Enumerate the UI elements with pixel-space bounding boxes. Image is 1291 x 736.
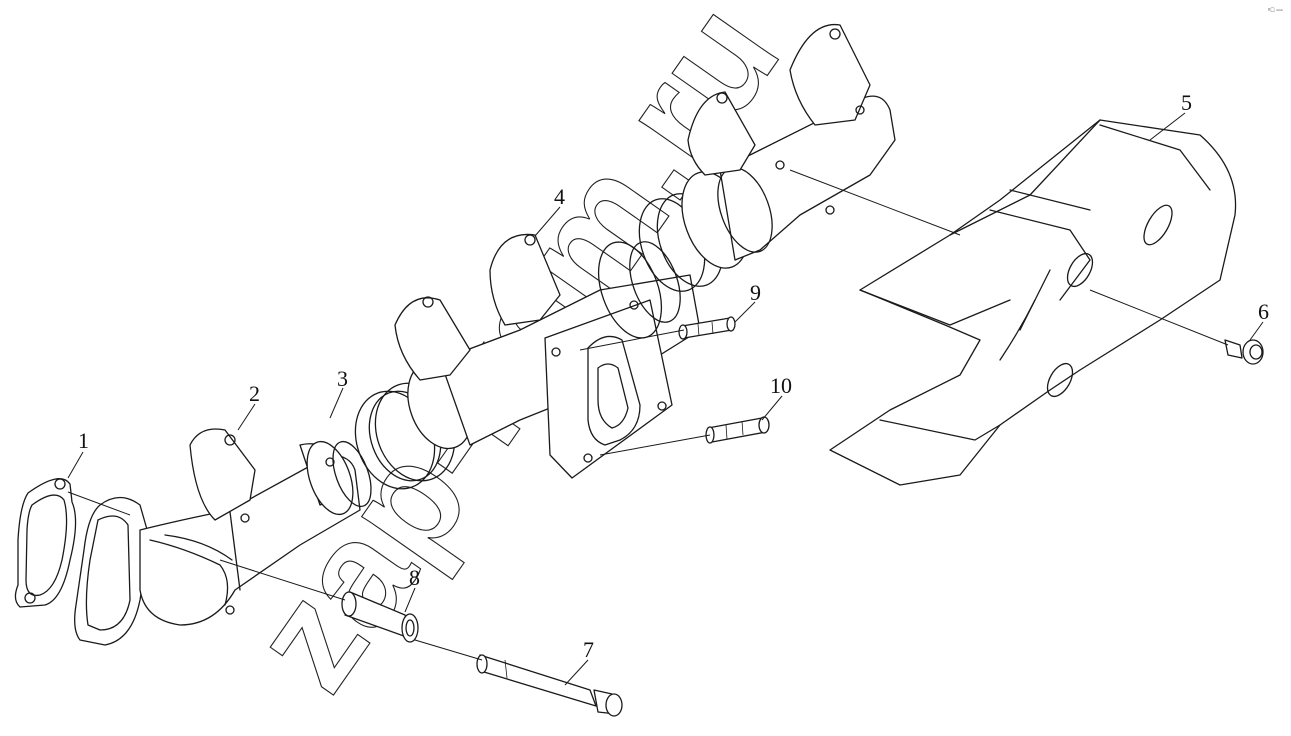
part-6-bolt	[1224, 339, 1264, 365]
callout-10: 10	[770, 373, 792, 398]
part-9-stud	[678, 316, 736, 340]
corner-mark: ᵒ᪲ ▫▫▫	[1268, 7, 1283, 14]
callout-9: 9	[750, 280, 761, 305]
part-2-front-manifold	[74, 428, 372, 646]
callout-2: 2	[249, 381, 260, 406]
part-4-middle-manifold	[394, 233, 701, 479]
callout-6: 6	[1258, 299, 1269, 324]
callout-7: 7	[583, 637, 594, 662]
assembly-lines	[67, 169, 1229, 661]
part-rear-manifold	[681, 23, 896, 269]
callout-1: 1	[78, 428, 89, 453]
callout-8: 8	[409, 565, 420, 590]
callout-3: 3	[337, 366, 348, 391]
part-1-gasket	[14, 478, 77, 608]
callout-leaders	[67, 112, 1264, 686]
part-10-stud	[705, 416, 770, 444]
callout-5: 5	[1181, 90, 1192, 115]
part-5-heat-shield	[829, 119, 1237, 486]
callout-4: 4	[554, 184, 565, 209]
callout-labels: 1 2 3 4 5 6 7 8 9 10	[78, 90, 1269, 662]
part-7-bolt	[476, 654, 623, 717]
